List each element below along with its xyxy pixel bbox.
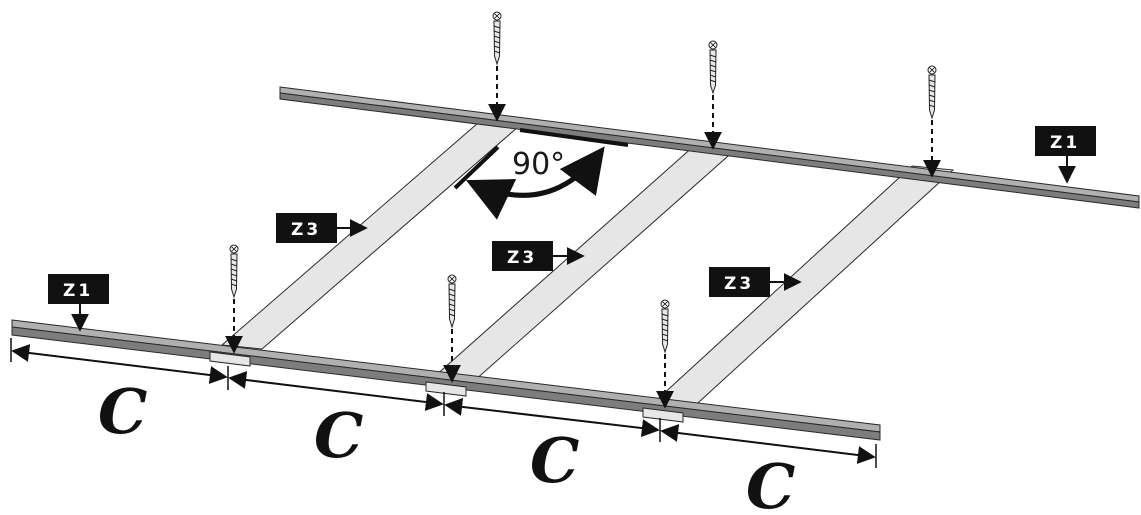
angle-indicator: 90° [453, 128, 629, 220]
svg-text:Z3: Z3 [291, 220, 321, 240]
svg-text:Z1: Z1 [1050, 133, 1080, 153]
svg-text:Z3: Z3 [724, 274, 754, 294]
svg-text:Z3: Z3 [507, 248, 537, 268]
crossbar-2 [432, 144, 738, 382]
angle-label: 90° [512, 147, 565, 182]
wood-screw-icon [923, 65, 941, 178]
svg-text:Z1: Z1 [63, 281, 93, 301]
screws [225, 11, 941, 409]
spacing-dimensions: C C C C [10, 338, 877, 515]
spacing-label: C [314, 399, 363, 472]
crossbar-3 [646, 165, 955, 413]
wood-screw-icon [488, 11, 506, 122]
spacing-label: C [746, 450, 795, 515]
tag-z3-2: Z3 [492, 241, 585, 271]
spacing-label: C [98, 375, 147, 448]
tag-z3-1: Z3 [276, 213, 368, 243]
spacing-label: C [530, 424, 579, 497]
tag-z3-3: Z3 [709, 267, 802, 297]
tag-z1-bottom: Z1 [48, 274, 109, 332]
wood-screw-icon [704, 40, 722, 150]
tag-z1-top: Z1 [1035, 126, 1096, 184]
crossbar-1 [220, 122, 520, 350]
